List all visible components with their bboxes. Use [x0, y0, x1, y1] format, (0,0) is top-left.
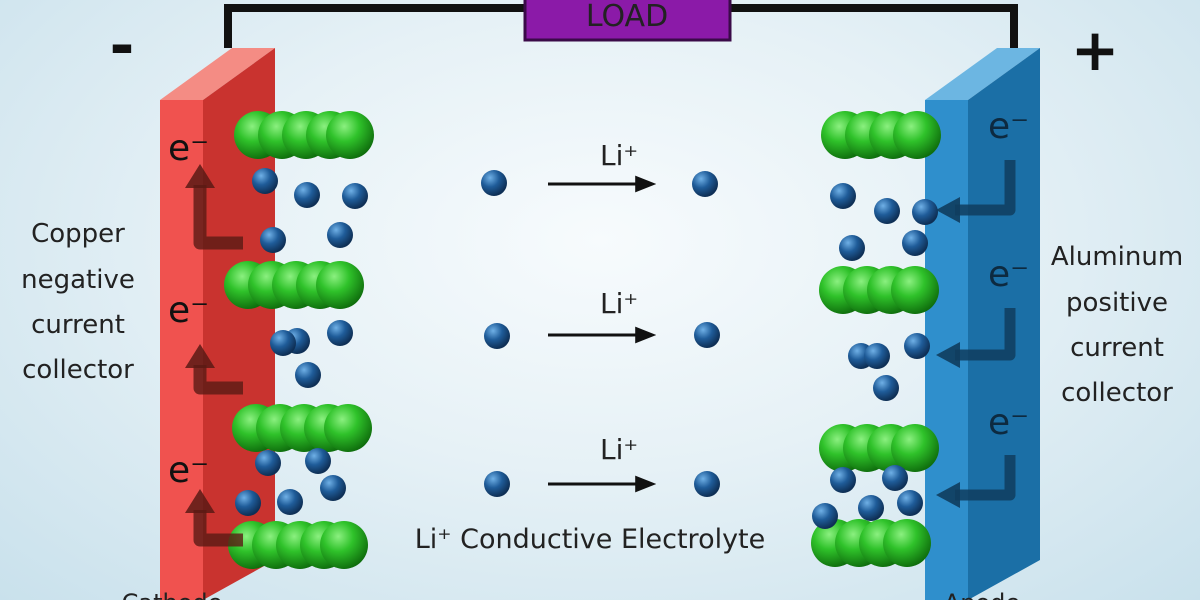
copper-label-line: negative	[21, 265, 135, 295]
graphite-atom	[893, 111, 941, 159]
electron-arrowheads-left	[185, 164, 215, 513]
graphite-atom	[883, 519, 931, 567]
cathode-label-partial: Anode	[944, 589, 1020, 600]
electron-labels: e⁻ e⁻ e⁻ e⁻ e⁻ e⁻	[168, 106, 1029, 491]
lithium-ion	[481, 170, 507, 196]
aluminum-label-line: positive	[1066, 288, 1168, 318]
electron-label: e⁻	[168, 450, 209, 491]
copper-label-line: current	[31, 310, 125, 340]
lithium-ion	[305, 448, 331, 474]
copper-label-line: collector	[22, 355, 134, 385]
lithium-ion	[694, 471, 720, 497]
copper-label: Copper negative current collector	[21, 219, 135, 385]
electron-label: e⁻	[988, 402, 1029, 443]
lithium-ion	[277, 489, 303, 515]
negative-terminal-sign: -	[110, 11, 135, 81]
lithium-ion	[812, 503, 838, 529]
lithium-ion	[484, 471, 510, 497]
load-label: LOAD	[586, 0, 668, 34]
ion-label: Li⁺	[600, 287, 638, 320]
electron-label: e⁻	[988, 254, 1029, 295]
graphite-atom	[891, 266, 939, 314]
lithium-ion	[255, 450, 281, 476]
ion-labels: Li⁺ Li⁺ Li⁺	[600, 139, 638, 466]
lithium-ion	[342, 183, 368, 209]
lithium-ion	[327, 320, 353, 346]
electron-label: e⁻	[168, 290, 209, 331]
lithium-ion	[327, 222, 353, 248]
lithium-ion	[873, 375, 899, 401]
lithium-ion	[692, 171, 718, 197]
electron-label: e⁻	[168, 128, 209, 169]
graphite-atom	[320, 521, 368, 569]
graphite-atom	[324, 404, 372, 452]
electron-arrowheads-right	[936, 197, 960, 508]
lithium-ion	[902, 230, 928, 256]
electron-label: e⁻	[988, 106, 1029, 147]
aluminum-label: Aluminum positive current collector	[1051, 242, 1183, 408]
load-box: LOAD	[523, 0, 732, 42]
ion-label: Li⁺	[600, 433, 638, 466]
lithium-ion	[897, 490, 923, 516]
lithium-ion	[864, 343, 890, 369]
positive-terminal-sign: +	[1071, 16, 1120, 84]
lithium-ion	[904, 333, 930, 359]
lithium-ions	[235, 168, 938, 529]
lithium-ion	[294, 182, 320, 208]
lithium-ion	[295, 362, 321, 388]
aluminum-label-line: current	[1070, 333, 1164, 363]
electron-arrows-left	[193, 185, 243, 547]
lithium-ion	[874, 198, 900, 224]
lithium-ion	[235, 490, 261, 516]
electrolyte-label: Li⁺ Conductive Electrolyte	[415, 524, 766, 555]
aluminum-label-line: Aluminum	[1051, 242, 1183, 272]
lithium-ion	[694, 322, 720, 348]
lithium-ion	[270, 330, 296, 356]
aluminum-label-line: collector	[1061, 378, 1173, 408]
ion-label: Li⁺	[600, 139, 638, 172]
lithium-ion	[839, 235, 865, 261]
graphite-atom	[891, 424, 939, 472]
anode-label-partial: Cathode	[122, 589, 223, 600]
graphite-atom	[326, 111, 374, 159]
lithium-ion	[912, 199, 938, 225]
lithium-ion	[260, 227, 286, 253]
graphite-layers-left	[224, 111, 374, 569]
lithium-ion	[830, 467, 856, 493]
lithium-ion	[252, 168, 278, 194]
graphite-atom	[316, 261, 364, 309]
lithium-ion	[882, 465, 908, 491]
lithium-ion	[830, 183, 856, 209]
lithium-ion	[320, 475, 346, 501]
lithium-ion	[484, 323, 510, 349]
electron-arrows-right	[955, 160, 1016, 501]
ion-transport-arrows	[548, 175, 657, 493]
lithium-ion	[858, 495, 884, 521]
graphite-layers-right	[811, 111, 941, 567]
copper-label-line: Copper	[31, 219, 125, 249]
